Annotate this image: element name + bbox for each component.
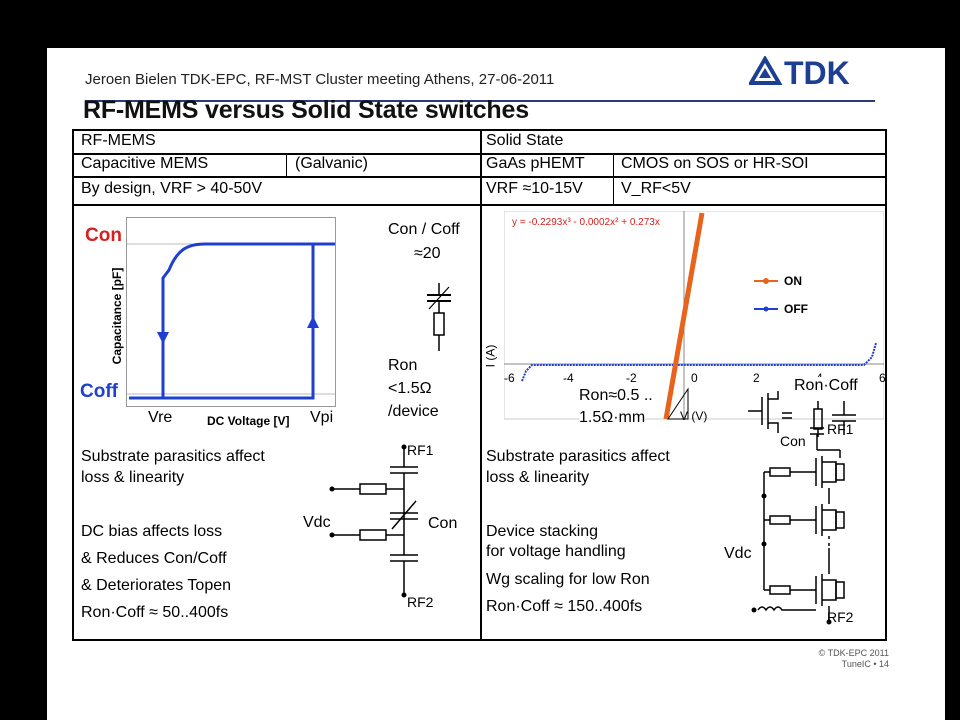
right-ron-line2: 1.5Ω·mm [579, 409, 646, 427]
row-divider [74, 176, 885, 178]
ron-label: Ron [388, 357, 418, 374]
con-coff-ratio-value: ≈20 [414, 245, 441, 262]
right-bullet-2: Device stacking [486, 523, 599, 540]
gaas-phemt-cell: GaAs pHEMT [486, 155, 585, 172]
tick-2: 2 [753, 371, 760, 385]
galvanic-cell: (Galvanic) [295, 155, 368, 172]
right-con-label: Con [780, 433, 806, 449]
left-bullet-2: DC bias affects loss [81, 523, 223, 540]
tick-6: 6 [879, 371, 886, 385]
ron-per-device: /device [388, 403, 439, 420]
right-vdc-label: Vdc [724, 545, 752, 562]
cell-divider [613, 153, 614, 205]
copyright: © TDK-EPC 2011 [818, 648, 889, 658]
transistor-equivalent-icon [746, 389, 876, 439]
row-divider [74, 153, 885, 155]
coff-label: Coff [80, 381, 118, 402]
slide-title: RF-MEMS versus Solid State switches [83, 96, 529, 124]
mems-cv-plot [126, 217, 336, 407]
legend-off: OFF [784, 302, 808, 316]
vrf-gaas-cell: VRF ≈10-15V [486, 180, 583, 197]
right-bullet-5: Ron·Coff ≈ 150..400fs [486, 598, 643, 615]
fit-equation: y = -0.2293x³ - 0.0002x² + 0.273x [512, 217, 660, 228]
rf-mems-heading: RF-MEMS [81, 132, 156, 149]
capacitance-axis-label: Capacitance [pF] [110, 267, 124, 365]
right-bullet-1-line2: loss & linearity [486, 469, 590, 486]
tick-neg4: -4 [563, 371, 574, 385]
left-rf2-label: RF2 [407, 594, 434, 610]
left-rf1-label: RF1 [407, 442, 434, 458]
left-bullet-4: & Deteriorates Topen [81, 577, 232, 594]
right-bullet-3: for voltage handling [486, 543, 626, 560]
row-divider [74, 204, 885, 206]
meeting-header: Jeroen Bielen TDK-EPC, RF-MST Cluster me… [85, 71, 555, 88]
ron-value: <1.5Ω [388, 380, 432, 397]
current-axis-label: I (A) [483, 344, 498, 368]
right-bullet-4: Wg scaling for low Ron [486, 571, 650, 588]
variable-capacitor-icon [419, 283, 459, 359]
mems-bias-circuit [324, 439, 474, 609]
right-bullet-1-line1: Substrate parasitics affect [486, 448, 670, 465]
left-con-label: Con [428, 515, 458, 532]
slope-triangle-icon [666, 387, 692, 421]
left-bullet-3: & Reduces Con/Coff [81, 550, 227, 567]
column-divider [480, 131, 482, 639]
cmos-cell: CMOS on SOS or HR-SOI [621, 155, 809, 172]
header-divider [85, 100, 875, 102]
capacitive-mems-cell: Capacitive MEMS [81, 155, 209, 172]
con-label: Con [85, 225, 122, 246]
left-vdc-label: Vdc [303, 514, 331, 531]
vrf-cmos-cell: V_RF<5V [621, 180, 691, 197]
vre-label: Vre [148, 409, 173, 426]
dc-voltage-axis-label: DC Voltage [V] [207, 414, 290, 428]
right-rf1-label: RF1 [827, 421, 854, 437]
tick-neg2: -2 [626, 371, 637, 385]
right-rf2-label: RF2 [827, 609, 854, 625]
tick-0: 0 [691, 371, 698, 385]
vpi-label: Vpi [310, 409, 334, 426]
stacked-fet-circuit [750, 426, 860, 626]
cell-divider [286, 153, 287, 177]
vrf-design-cell: By design, VRF > 40-50V [81, 180, 262, 197]
left-bullet-1-line2: loss & linearity [81, 469, 185, 486]
comparison-table: RF-MEMS Solid State Capacitive MEMS (Gal… [72, 129, 887, 641]
right-ron-line1: Ron≈0.5 .. [579, 387, 653, 405]
con-coff-ratio-label: Con / Coff [388, 221, 460, 238]
ron-coff-label: Ron·Coff [794, 377, 858, 395]
left-bullet-5: Ron·Coff ≈ 50..400fs [81, 604, 229, 621]
logo-text: TDK [784, 56, 850, 90]
page-number: TuneIC • 14 [841, 659, 889, 669]
solid-state-heading: Solid State [486, 132, 564, 149]
legend-on: ON [784, 274, 802, 288]
left-bullet-1-line1: Substrate parasitics affect [81, 448, 265, 465]
slide: Jeroen Bielen TDK-EPC, RF-MST Cluster me… [47, 48, 945, 720]
tdk-logo: TDK [747, 55, 879, 91]
tick-neg6: -6 [504, 371, 515, 385]
